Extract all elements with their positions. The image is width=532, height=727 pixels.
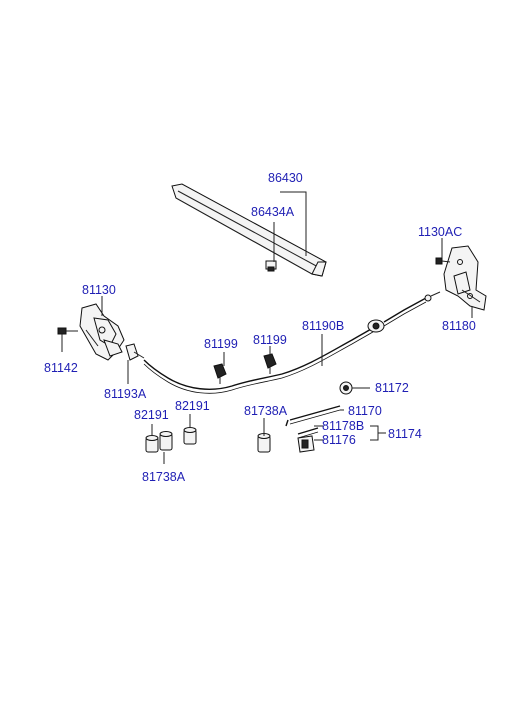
label-82191-right: 82191 [175, 399, 210, 413]
label-81130: 81130 [82, 283, 116, 297]
clip-part-81176 [297, 435, 315, 453]
label-81193A: 81193A [104, 387, 147, 401]
stopper-part-82191-mid [159, 431, 173, 451]
clip-part-81199-left [213, 363, 227, 384]
rod-part-81170 [285, 405, 341, 427]
label-81170: 81170 [348, 404, 382, 418]
label-81738A-bottom: 81738A [142, 470, 186, 484]
label-86430: 86430 [268, 171, 303, 185]
release-cable-part-81190B [143, 291, 441, 394]
label-81172: 81172 [375, 381, 409, 395]
leader-lines [61, 191, 473, 464]
clip-part-81199-right [263, 353, 277, 374]
label-81180: 81180 [442, 319, 476, 333]
stopper-part-82191-left [145, 435, 159, 453]
label-1130AC: 1130AC [418, 225, 462, 239]
bolt-part-81142 [57, 327, 78, 335]
weatherstrip-part-86430 [171, 183, 327, 277]
rod-part-81178B [297, 427, 319, 439]
stopper-part-81738A-mid [257, 433, 271, 453]
part-labels: 86430 86434A 1130AC 81130 81180 81190B 8… [44, 171, 476, 484]
label-86434A: 86434A [251, 205, 295, 219]
bolt-part-1130AC [435, 257, 451, 265]
label-81178B: 81178B [322, 419, 364, 433]
clip-part-86434A [265, 260, 277, 272]
striker-part-81180 [443, 245, 487, 311]
label-81174: 81174 [388, 427, 422, 441]
stopper-part-82191-right [183, 427, 197, 445]
cable-end-part-81193A [125, 343, 145, 361]
label-82191-left: 82191 [134, 408, 169, 422]
label-81199-left: 81199 [204, 337, 238, 351]
label-81738A-mid: 81738A [244, 404, 288, 418]
grommet-part-81172 [339, 381, 353, 395]
label-81176: 81176 [322, 433, 356, 447]
label-81142: 81142 [44, 361, 78, 375]
label-81199-right: 81199 [253, 333, 287, 347]
label-81190B: 81190B [302, 319, 344, 333]
latch-part-81130 [79, 303, 125, 361]
